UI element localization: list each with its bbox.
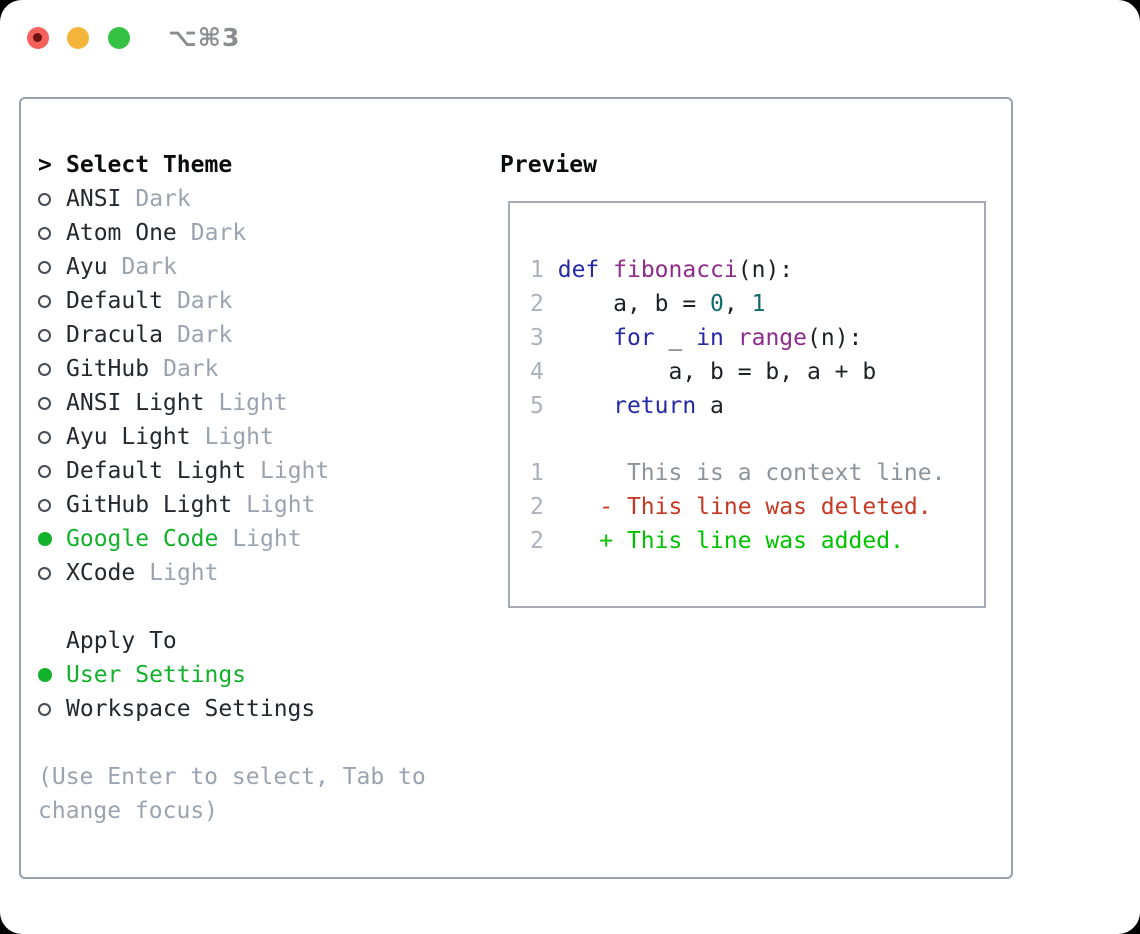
spacer [530, 423, 984, 456]
line-number: 2 [530, 494, 544, 520]
variant-label: Dark [121, 254, 177, 280]
theme-option[interactable]: ANSI Light Light [38, 386, 478, 420]
code-line: 2 a, b = 0, 1 [530, 291, 766, 317]
theme-option[interactable]: Google Code Light [38, 522, 478, 556]
radio-icon [38, 294, 51, 308]
theme-option[interactable]: Ayu Light Light [38, 420, 478, 454]
variant-label: Light [218, 390, 288, 416]
variant-label: Light [246, 492, 316, 518]
option-label: User Settings [66, 662, 247, 688]
variant-label: Light [260, 458, 330, 484]
variant-label: Dark [190, 220, 247, 246]
option-label: Workspace Settings [66, 696, 316, 722]
diff-line: 2 - This line was deleted. [530, 494, 932, 520]
radio-icon [38, 566, 51, 580]
hint-text: (Use Enter to select, Tab to change focus… [38, 760, 478, 828]
close-button[interactable] [27, 27, 49, 49]
option-label: Atom One [66, 220, 177, 246]
option-label: Google Code [66, 526, 219, 552]
line-number: 2 [530, 528, 544, 554]
radio-icon [38, 498, 51, 512]
variant-label: Light [232, 526, 302, 552]
option-label: ANSI Light [66, 390, 205, 416]
variant-label: Dark [176, 322, 233, 348]
radio-icon [38, 260, 51, 274]
radio-icon [38, 464, 51, 478]
zoom-button[interactable] [108, 27, 130, 49]
radio-icon [38, 430, 51, 444]
option-label: Default Light [66, 458, 247, 484]
preview-title: Preview [500, 152, 597, 178]
radio-selected-icon [38, 668, 52, 682]
theme-option[interactable]: Dracula Dark [38, 318, 478, 352]
radio-icon [38, 328, 51, 342]
option-label: GitHub [66, 356, 150, 382]
radio-icon [38, 192, 51, 206]
theme-option[interactable]: Atom One Dark [38, 216, 478, 250]
titlebar: ⌥⌘3 [0, 0, 1140, 75]
theme-option[interactable]: ANSI Dark [38, 182, 478, 216]
window-title: ⌥⌘3 [168, 23, 241, 52]
minimize-button[interactable] [67, 27, 89, 49]
theme-option[interactable]: Default Dark [38, 284, 478, 318]
option-label: ANSI [66, 186, 122, 212]
option-label: Default [66, 288, 163, 314]
line-number: 2 [530, 291, 544, 317]
code-line: 5 return a [530, 393, 724, 419]
theme-option[interactable]: Default Light Light [38, 454, 478, 488]
spacer [38, 726, 478, 760]
preview-code: 1 def fibonacci(n): 2 a, b = 0, 1 3 for _ … [530, 253, 984, 423]
line-number: 5 [530, 393, 544, 419]
preview-box: 1 def fibonacci(n): 2 a, b = 0, 1 3 for _ … [508, 201, 986, 608]
option-label: Dracula [66, 322, 163, 348]
line-number: 1 [530, 257, 544, 283]
theme-option[interactable]: GitHub Dark [38, 352, 478, 386]
select-theme-header: > Select Theme [38, 148, 478, 182]
radio-icon [38, 702, 51, 716]
hint-line: (Use Enter to select, Tab to [38, 764, 426, 790]
diff-line: 1 This is a context line. [530, 460, 946, 486]
option-label: Ayu Light [66, 424, 191, 450]
apply-to-header: Apply To [38, 624, 478, 658]
diff-line: 2 + This line was added. [530, 528, 904, 554]
variant-label: Dark [176, 288, 233, 314]
line-number: 1 [530, 460, 544, 486]
option-label: Ayu [66, 254, 108, 280]
variant-label: Dark [163, 356, 219, 382]
radio-icon [38, 396, 51, 410]
option-label: XCode [66, 560, 136, 586]
variant-label: Light [204, 424, 274, 450]
code-line: 4 a, b = b, a + b [530, 359, 877, 385]
apply-to-option[interactable]: Workspace Settings [38, 692, 478, 726]
radio-icon [38, 362, 51, 376]
spacer [38, 590, 478, 624]
option-label: GitHub Light [66, 492, 233, 518]
code-line: 3 for _ in range(n): [530, 325, 863, 351]
line-number: 4 [530, 359, 544, 385]
code-line: 1 def fibonacci(n): [530, 257, 794, 283]
theme-option[interactable]: XCode Light [38, 556, 478, 590]
theme-option[interactable]: GitHub Light Light [38, 488, 478, 522]
hint-line: change focus) [38, 798, 219, 824]
radio-selected-icon [38, 532, 52, 546]
select-theme-title: Select Theme [66, 152, 233, 178]
preview-diff: 1 This is a context line. 2 - This line w… [530, 456, 984, 558]
apply-to-option[interactable]: User Settings [38, 658, 478, 692]
variant-label: Dark [135, 186, 191, 212]
theme-option[interactable]: Ayu Dark [38, 250, 478, 284]
cursor-arrow-icon: > [38, 152, 52, 178]
radio-icon [38, 226, 51, 240]
apply-to-title: Apply To [66, 628, 177, 654]
variant-label: Light [149, 560, 219, 586]
preview-content: 1 def fibonacci(n): 2 a, b = 0, 1 3 for _ … [530, 253, 984, 558]
line-number: 3 [530, 325, 544, 351]
